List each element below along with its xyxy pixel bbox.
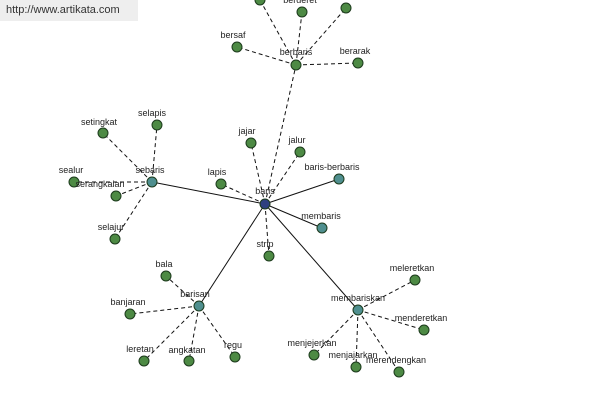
edge-barisan-banjaran [129, 305, 200, 315]
edge-baris-barisan [198, 203, 266, 307]
edge-membariskan-meleretkan [357, 279, 416, 311]
node-meleretkan[interactable] [409, 274, 421, 286]
nodes-layer [68, 0, 430, 378]
edge-baris-sebaris [151, 181, 266, 205]
label-jalur: jalur [287, 135, 305, 145]
node-sealur[interactable] [68, 176, 80, 188]
label-bala: bala [155, 259, 172, 269]
node-sebaris[interactable] [146, 176, 158, 188]
label-lapis: lapis [208, 167, 227, 177]
label-sebaris: sebaris [135, 165, 165, 175]
edge-membariskan-menderetkan [357, 309, 425, 331]
edges-layer [74, 0, 425, 373]
edge-membariskan-merendengkan [357, 309, 400, 373]
label-berarak: berarak [340, 46, 371, 56]
edge-berbaris-top-right [295, 7, 347, 66]
label-banjaran: banjaran [110, 297, 145, 307]
edge-sebaris-setingkat [102, 132, 153, 183]
labels-layer: baris berbaris sebaris barisan membariskan ba… [59, 0, 448, 365]
node-menderetkan[interactable] [418, 324, 430, 336]
node-jalur[interactable] [294, 146, 306, 158]
edge-barisan-angkatan [188, 305, 200, 362]
label-bersaf: bersaf [220, 30, 246, 40]
label-sealur: sealur [59, 165, 84, 175]
watermark-url: http://www.artikata.com [0, 0, 138, 21]
label-menjajarkan: menjajarkan [328, 350, 377, 360]
node-berderet[interactable] [296, 6, 308, 18]
node-selajur[interactable] [109, 233, 121, 245]
node-top-right[interactable] [340, 2, 352, 14]
node-membariskan[interactable] [352, 304, 364, 316]
label-angkatan: angkatan [168, 345, 205, 355]
node-top-left[interactable] [254, 0, 266, 6]
node-selapis[interactable] [151, 119, 163, 131]
label-strip: strip [256, 239, 273, 249]
edge-barisan-leretan [143, 305, 200, 362]
edge-berbaris-berderet [295, 11, 303, 66]
node-menjejerkan[interactable] [308, 349, 320, 361]
edge-baris-jajar [250, 142, 266, 205]
node-baris[interactable] [259, 198, 271, 210]
node-bala[interactable] [160, 270, 172, 282]
edge-membariskan-menjejerkan [313, 309, 359, 356]
edge-barisan-regu [198, 305, 236, 358]
edge-baris-lapis [220, 183, 266, 205]
node-banjaran[interactable] [124, 308, 136, 320]
label-menderetkan: menderetkan [395, 313, 448, 323]
node-setingkat[interactable] [97, 127, 109, 139]
label-baris-berbaris: baris-berbaris [304, 162, 360, 172]
label-regu: regu [224, 340, 242, 350]
edge-baris-membaris [264, 203, 323, 229]
edge-baris-baris-berbaris [264, 178, 340, 205]
label-merendengkan: merendengkan [366, 355, 426, 365]
node-angkatan[interactable] [183, 355, 195, 367]
node-lapis[interactable] [215, 178, 227, 190]
node-strip[interactable] [263, 250, 275, 262]
edge-sebaris-selapis [151, 124, 158, 183]
node-jajar[interactable] [245, 137, 257, 149]
label-meleretkan: meleretkan [390, 263, 435, 273]
label-membaris: membaris [301, 211, 341, 221]
label-setingkat: setingkat [81, 117, 118, 127]
node-merendengkan[interactable] [393, 366, 405, 378]
label-berbaris: berbaris [280, 47, 313, 57]
label-serangkaian: serangkaian [75, 179, 124, 189]
label-membariskan: membariskan [331, 293, 385, 303]
node-leretan[interactable] [138, 355, 150, 367]
label-leretan: leretan [126, 344, 154, 354]
edge-membariskan-menjajarkan [355, 309, 359, 368]
label-berderet: berderet [283, 0, 317, 5]
node-serangkaian[interactable] [110, 190, 122, 202]
label-jajar: jajar [237, 126, 255, 136]
edge-sebaris-selajur [114, 181, 153, 240]
label-baris: baris [255, 186, 275, 196]
edge-barisan-bala [165, 275, 200, 307]
node-baris-berbaris[interactable] [333, 173, 345, 185]
edge-baris-berbaris [264, 64, 297, 205]
edge-berbaris-top-left [259, 0, 297, 66]
edge-berbaris-berarak [295, 62, 359, 66]
node-berarak[interactable] [352, 57, 364, 69]
label-selapis: selapis [138, 108, 167, 118]
node-berbaris[interactable] [290, 59, 302, 71]
node-regu[interactable] [229, 351, 241, 363]
label-menjejerkan: menjejerkan [287, 338, 336, 348]
label-selajur: selajur [98, 222, 125, 232]
node-barisan[interactable] [193, 300, 205, 312]
edge-baris-jalur [264, 151, 301, 205]
node-bersaf[interactable] [231, 41, 243, 53]
label-barisan: barisan [180, 289, 210, 299]
node-menjajarkan[interactable] [350, 361, 362, 373]
edge-berbaris-bersaf [236, 46, 297, 66]
edge-baris-membariskan [264, 203, 359, 311]
node-membaris[interactable] [316, 222, 328, 234]
edge-baris-strip [264, 203, 270, 257]
